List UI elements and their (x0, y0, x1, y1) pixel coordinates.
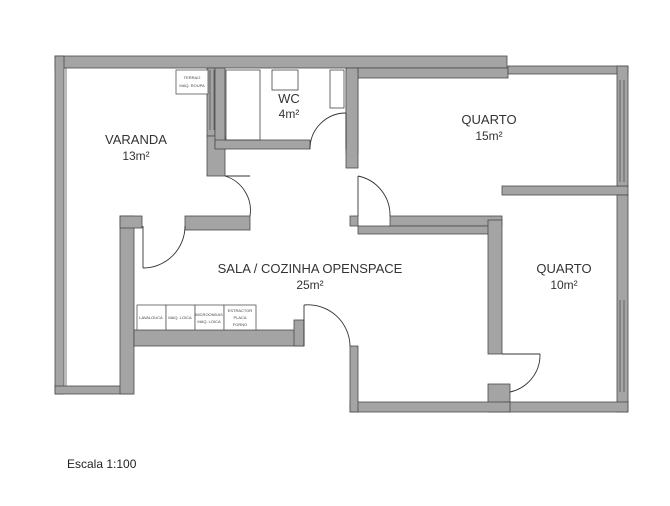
door-entrance-swing (303, 304, 351, 347)
room-quarto2-area: 10m² (550, 278, 577, 292)
terrace-appliance: TERRAO MAQ. ROUPA (175, 69, 209, 95)
kitchen-unit-lavalouca (136, 304, 167, 331)
kitchen-units (136, 304, 257, 331)
wall-wc-bottom (214, 139, 311, 150)
room-varanda-area: 13m² (122, 149, 149, 163)
kitchen-unit-placa-forno (223, 304, 257, 331)
wall-top-quarto-right (507, 65, 629, 75)
room-varanda-name: VARANDA (105, 132, 167, 147)
wall-quarto2-left (487, 219, 503, 355)
room-wc-area: 4m² (279, 107, 300, 121)
walls (54, 55, 629, 413)
windows (65, 68, 625, 392)
wall-quarto1-bottom-long (389, 215, 503, 227)
door-quarto2-swing (509, 353, 541, 393)
door-quarto1-swing (357, 175, 391, 217)
kitchen-unit-3-label-2: MAQ. LOICA (197, 319, 221, 324)
kitchen-unit-1-label: LAVALOUCA (139, 315, 163, 320)
wc-fixtures (225, 69, 345, 141)
shower (225, 69, 261, 141)
door-wc-swing (309, 112, 347, 150)
kitchen-unit-4-label-1: ESTRACTOR (228, 308, 253, 313)
wall-left-sala (119, 215, 135, 395)
wall-left-varanda (54, 55, 65, 395)
wall-right-quarto1 (616, 65, 629, 187)
wall-top-quarto (357, 67, 509, 79)
wall-kitchen-bottom (133, 329, 305, 347)
door-varanda2-swing (224, 175, 251, 217)
room-quarto1-name: QUARTO (461, 112, 516, 127)
terrace-appliance-label-1: TERRAO (184, 75, 201, 80)
wall-left-sala-cap (119, 215, 143, 229)
wall-corridor (357, 225, 491, 235)
sink (271, 69, 299, 91)
room-labels: VARANDA 13m² WC 4m² QUARTO 15m² QUARTO 1… (105, 91, 592, 292)
wall-sala-right-lower (349, 345, 359, 413)
scale-label: Escala 1:100 (67, 457, 137, 471)
room-quarto2-name: QUARTO (536, 261, 591, 276)
wall-wc-left (214, 67, 226, 149)
toilet (329, 69, 345, 109)
room-quarto1-area: 15m² (475, 129, 502, 143)
terrace-appliance-label-2: MAQ. ROUPA (179, 83, 205, 88)
wall-bottom-sala (349, 401, 511, 413)
wall-bottom-quarto2 (504, 401, 629, 413)
wall-top (54, 55, 508, 69)
kitchen-unit-3-label-1: MICROONDAS (195, 312, 223, 317)
room-wc-name: WC (278, 91, 300, 106)
terrace-appliance-box (175, 69, 209, 95)
kitchen-unit-microondas (194, 304, 225, 331)
room-sala-area: 25m² (296, 278, 323, 292)
wall-varanda-lower (184, 215, 251, 231)
room-sala-name: SALA / COZINHA OPENSPACE (218, 261, 403, 276)
wall-right-quarto2 (616, 194, 629, 413)
kitchen-unit-2-label: MAQ. LOICA (168, 315, 192, 320)
door-varanda-swing (142, 225, 186, 269)
kitchen-labels: LAVALOUCA MAQ. LOICA MICROONDAS MAQ. LOI… (139, 308, 252, 327)
wall-quarto1-bottom (349, 215, 359, 227)
kitchen-unit-4-label-3: FORNO (233, 322, 247, 327)
wall-kitchen-right (293, 319, 305, 347)
doors (142, 112, 541, 393)
wall-quarto1-left (345, 67, 359, 169)
wall-quarto2-top (501, 185, 629, 196)
kitchen-unit-4-label-2: PLACA (233, 315, 246, 320)
